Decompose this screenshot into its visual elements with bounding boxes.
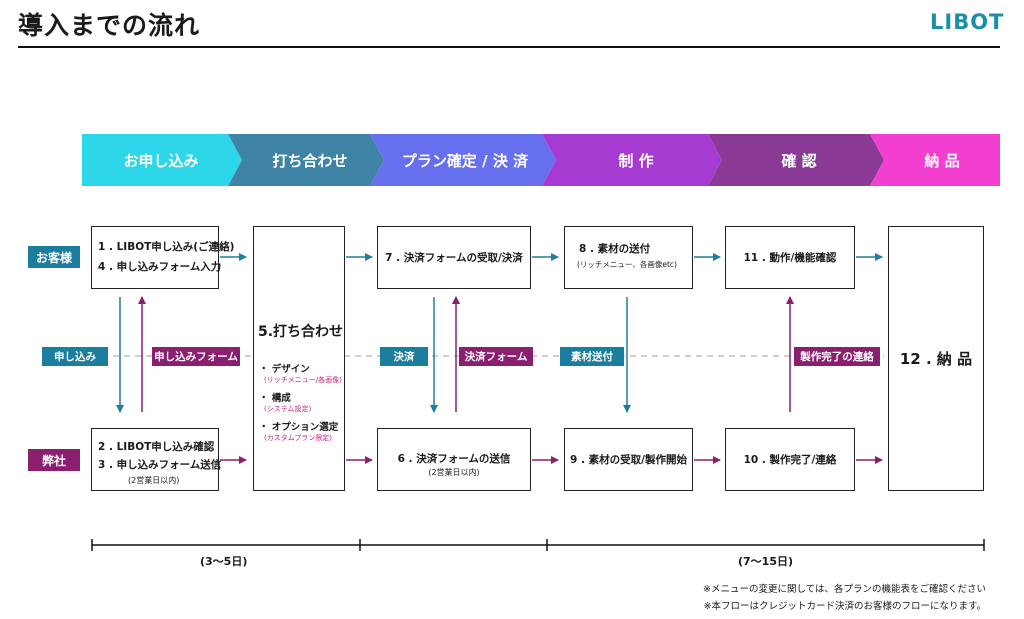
step-box-6: 6 . 決済フォームの送信 (2営業日以内) <box>377 428 531 491</box>
stage-label-4: 制 作 <box>618 151 654 170</box>
step-4-text: 4 . 申し込みフォーム入力 <box>98 261 222 273</box>
row-label-company: 弊社 <box>28 449 80 471</box>
tag-complete-notice: 製作完了の連絡 <box>794 347 880 366</box>
step-6-note: (2営業日以内) <box>428 468 480 477</box>
step-3-text: 3 . 申し込みフォーム送信 <box>98 459 222 471</box>
footnote-2: ※本フローはクレジットカード決済のお客様のフローになります。 <box>703 601 986 612</box>
step-11-text: 11 . 動作/機能確認 <box>743 252 837 264</box>
tag-apply: 申し込み <box>42 347 108 366</box>
meeting-item-structure-sub: (システム設定) <box>264 405 312 413</box>
stage-shape-6 <box>870 134 1000 186</box>
tag-payment-form: 決済フォーム <box>459 347 533 366</box>
step-8-text: 8 . 素材の送付 <box>579 243 651 255</box>
meeting-item-option: ・ オプション選定 <box>259 422 339 433</box>
stage-label-1: お申し込み <box>123 151 199 170</box>
stage-shape-5 <box>708 134 884 186</box>
step-box-12: 12 . 納 品 <box>888 226 984 491</box>
step-7-text: 7 . 決済フォームの受取/決済 <box>385 252 523 264</box>
page-title: 導入までの流れ <box>18 11 201 40</box>
meeting-title: 5.打ち合わせ <box>258 324 344 340</box>
footnote-1: ※メニューの変更に関しては、各プランの機能表をご確認ください <box>703 584 986 595</box>
step-box-7: 7 . 決済フォームの受取/決済 <box>377 226 531 289</box>
tag-payment: 決済 <box>380 347 428 366</box>
stage-shape-4 <box>542 134 722 186</box>
brand-logo: LIBOT <box>930 10 1005 34</box>
step-1-text: 1 . LIBOT申し込み(ご連絡) <box>98 241 235 253</box>
step-2-text: 2 . LIBOT申し込み確認 <box>98 441 215 453</box>
stage-label-5: 確 認 <box>781 151 817 170</box>
step-6-text: 6 . 決済フォームの送信 <box>397 453 511 465</box>
step-9-text: 9 . 素材の受取/製作開始 <box>570 454 687 466</box>
step-8-note: (リッチメニュー、各画像etc) <box>577 260 677 269</box>
stage-label-3: プラン確定 / 決 済 <box>401 151 529 170</box>
step-box-11: 11 . 動作/機能確認 <box>725 226 855 289</box>
meeting-item-structure: ・ 構成 <box>259 393 291 404</box>
tag-apply-form: 申し込みフォーム <box>152 347 240 366</box>
meeting-item-option-sub: (カスタムプラン限定) <box>264 434 333 442</box>
meeting-item-design: ・ デザイン <box>259 364 310 375</box>
step-box-10: 10 . 製作完了/連絡 <box>725 428 855 491</box>
tag-material: 素材送付 <box>560 347 624 366</box>
stage-shape-3 <box>370 134 556 186</box>
step-3-note: (2営業日以内) <box>128 476 180 485</box>
step-box-2-3: 2 . LIBOT申し込み確認 3 . 申し込みフォーム送信 (2営業日以内) <box>91 428 222 491</box>
step-box-5-meeting: 5.打ち合わせ ・ デザイン (リッチメニュー/各画像) ・ 構成 (システム設… <box>253 226 345 491</box>
stage-shape-1 <box>82 134 242 186</box>
title-divider <box>18 46 1000 48</box>
stage-shape-2 <box>228 134 384 186</box>
step-12-text: 12 . 納 品 <box>899 350 973 368</box>
row-label-customer: お客様 <box>28 246 80 268</box>
step-box-9: 9 . 素材の受取/製作開始 <box>564 428 693 491</box>
timeline-label-right: (7〜15日) <box>738 555 794 568</box>
step-box-8: 8 . 素材の送付 (リッチメニュー、各画像etc) <box>564 226 693 289</box>
step-box-1-4: 1 . LIBOT申し込み(ご連絡) 4 . 申し込みフォーム入力 <box>91 226 234 289</box>
meeting-item-design-sub: (リッチメニュー/各画像) <box>264 376 342 384</box>
step-10-text: 10 . 製作完了/連絡 <box>743 454 837 466</box>
stage-label-2: 打ち合わせ <box>272 151 348 170</box>
stage-label-6: 納 品 <box>924 151 960 170</box>
timeline-label-left: (3〜5日) <box>200 555 248 568</box>
